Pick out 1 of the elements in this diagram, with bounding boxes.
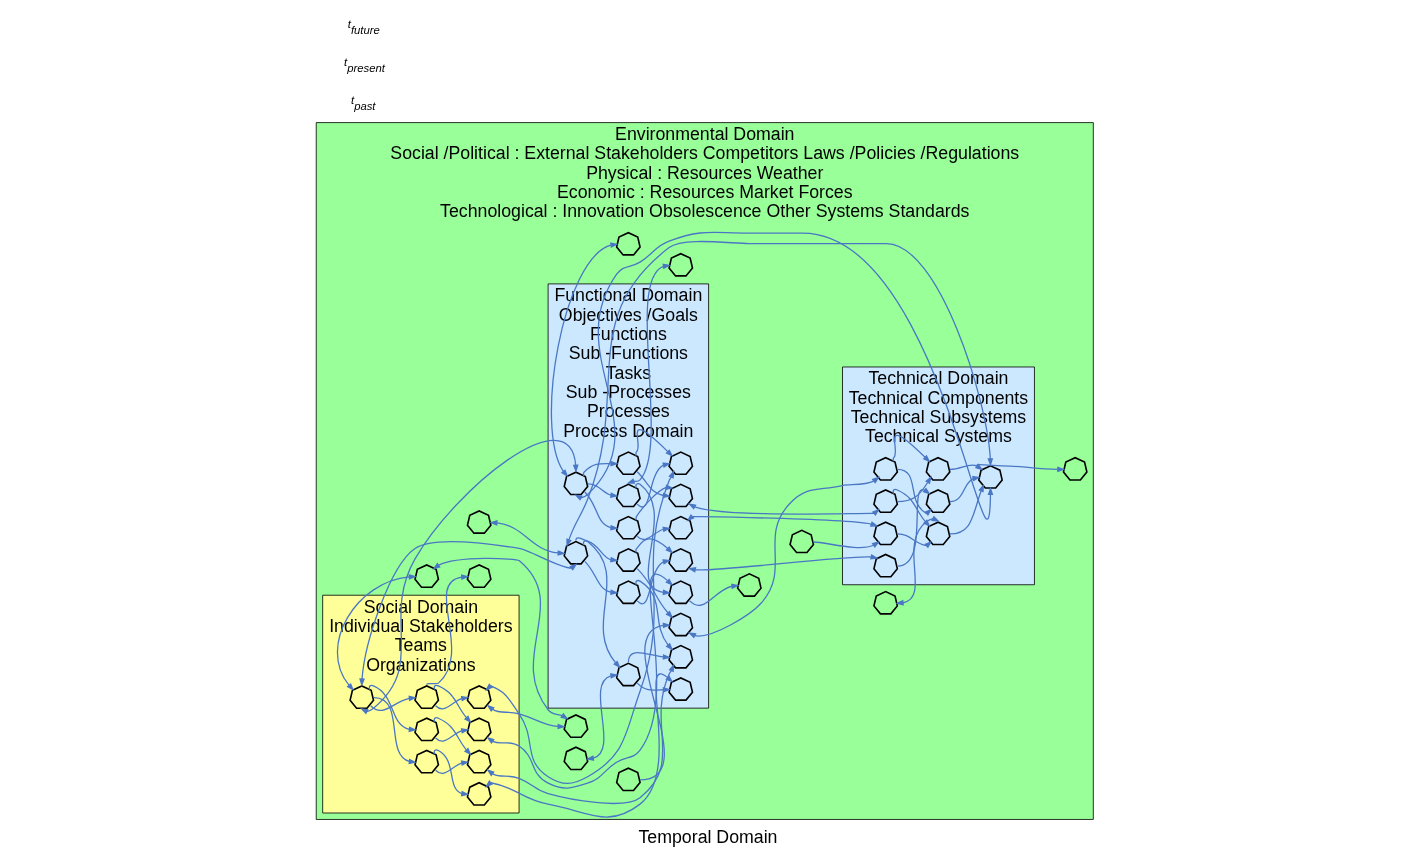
caption: Temporal Domain [638, 827, 778, 848]
